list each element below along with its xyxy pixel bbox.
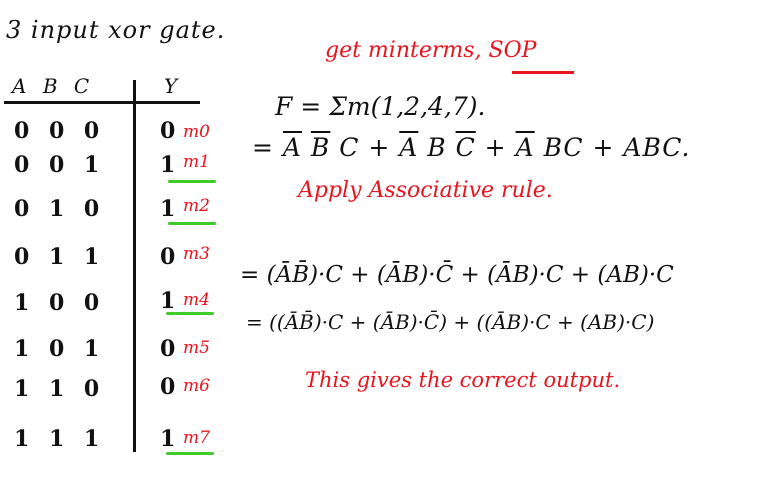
row-inputs: 0 0 1 — [14, 152, 100, 178]
row-output: 0 — [160, 374, 176, 400]
row-output: 0 — [160, 336, 176, 362]
term3-a-bar: A — [515, 133, 535, 162]
function-definition: F = Σm(1,2,4,7). — [275, 94, 486, 119]
term2-c-bar: C — [455, 133, 476, 162]
result-note: This gives the correct output. — [305, 368, 621, 392]
row-minterm: m5 — [183, 338, 210, 358]
plus-sign: + — [583, 133, 624, 162]
row-inputs: 0 1 0 — [14, 196, 100, 222]
row-inputs: 0 0 0 — [14, 118, 100, 144]
highlight-underline — [168, 180, 216, 183]
page-title: 3 input xor gate. — [6, 16, 226, 44]
term2-b: B — [427, 133, 447, 162]
rule-note: Apply Associative rule. — [298, 178, 553, 203]
row-minterm: m4 — [183, 290, 210, 310]
instruction-note: get minterms, SOP — [325, 38, 537, 63]
row-minterm: m0 — [183, 122, 210, 142]
sop-expression: = A B C + A B C + A BC + ABC. — [252, 135, 690, 160]
row-output: 1 — [160, 152, 176, 178]
table-vertical-divider — [133, 80, 136, 452]
term1-c: C — [339, 133, 360, 162]
row-output: 0 — [160, 244, 176, 270]
term1-a-bar: A — [282, 133, 302, 162]
row-minterm: m3 — [183, 244, 210, 264]
header-b: B — [42, 74, 58, 98]
term1-b-bar: B — [310, 133, 331, 162]
row-inputs: 1 1 1 — [14, 426, 100, 452]
row-inputs: 1 0 1 — [14, 336, 100, 362]
row-output: 1 — [160, 196, 176, 222]
row-output: 1 — [160, 426, 176, 452]
row-output: 0 — [160, 118, 176, 144]
term3-bc: BC — [543, 133, 584, 162]
minterm-sum: Σm(1,2,4,7). — [329, 92, 486, 121]
header-y: Y — [164, 74, 178, 98]
row-minterm: m2 — [183, 196, 210, 216]
plus-sign: + — [359, 133, 400, 162]
table-header-inputs: A B C — [12, 76, 89, 96]
function-label: F = — [275, 92, 330, 121]
associative-step-2: = ((ĀB̄)·C + (ĀB)·C̄) + ((ĀB)·C + (AB)·C… — [246, 310, 655, 334]
sop-equals: = — [252, 133, 283, 162]
row-output: 1 — [160, 288, 176, 314]
row-minterm: m7 — [183, 428, 210, 448]
row-inputs: 0 1 1 — [14, 244, 100, 270]
plus-sign: + — [475, 133, 516, 162]
highlight-underline — [166, 312, 214, 315]
header-c: C — [73, 74, 90, 98]
term4: ABC. — [623, 133, 691, 162]
row-inputs: 1 0 0 — [14, 290, 100, 316]
associative-step-1: = (ĀB̄)·C + (ĀB)·C̄ + (ĀB)·C + (AB)·C — [240, 262, 674, 288]
row-inputs: 1 1 0 — [14, 376, 100, 402]
highlight-underline — [166, 452, 214, 455]
term2-a-bar: A — [399, 133, 419, 162]
row-minterm: m1 — [183, 152, 210, 172]
row-minterm: m6 — [183, 376, 210, 396]
header-a: A — [12, 74, 27, 98]
table-horizontal-divider — [4, 101, 200, 104]
sop-underline — [512, 71, 574, 74]
highlight-underline — [168, 222, 216, 225]
